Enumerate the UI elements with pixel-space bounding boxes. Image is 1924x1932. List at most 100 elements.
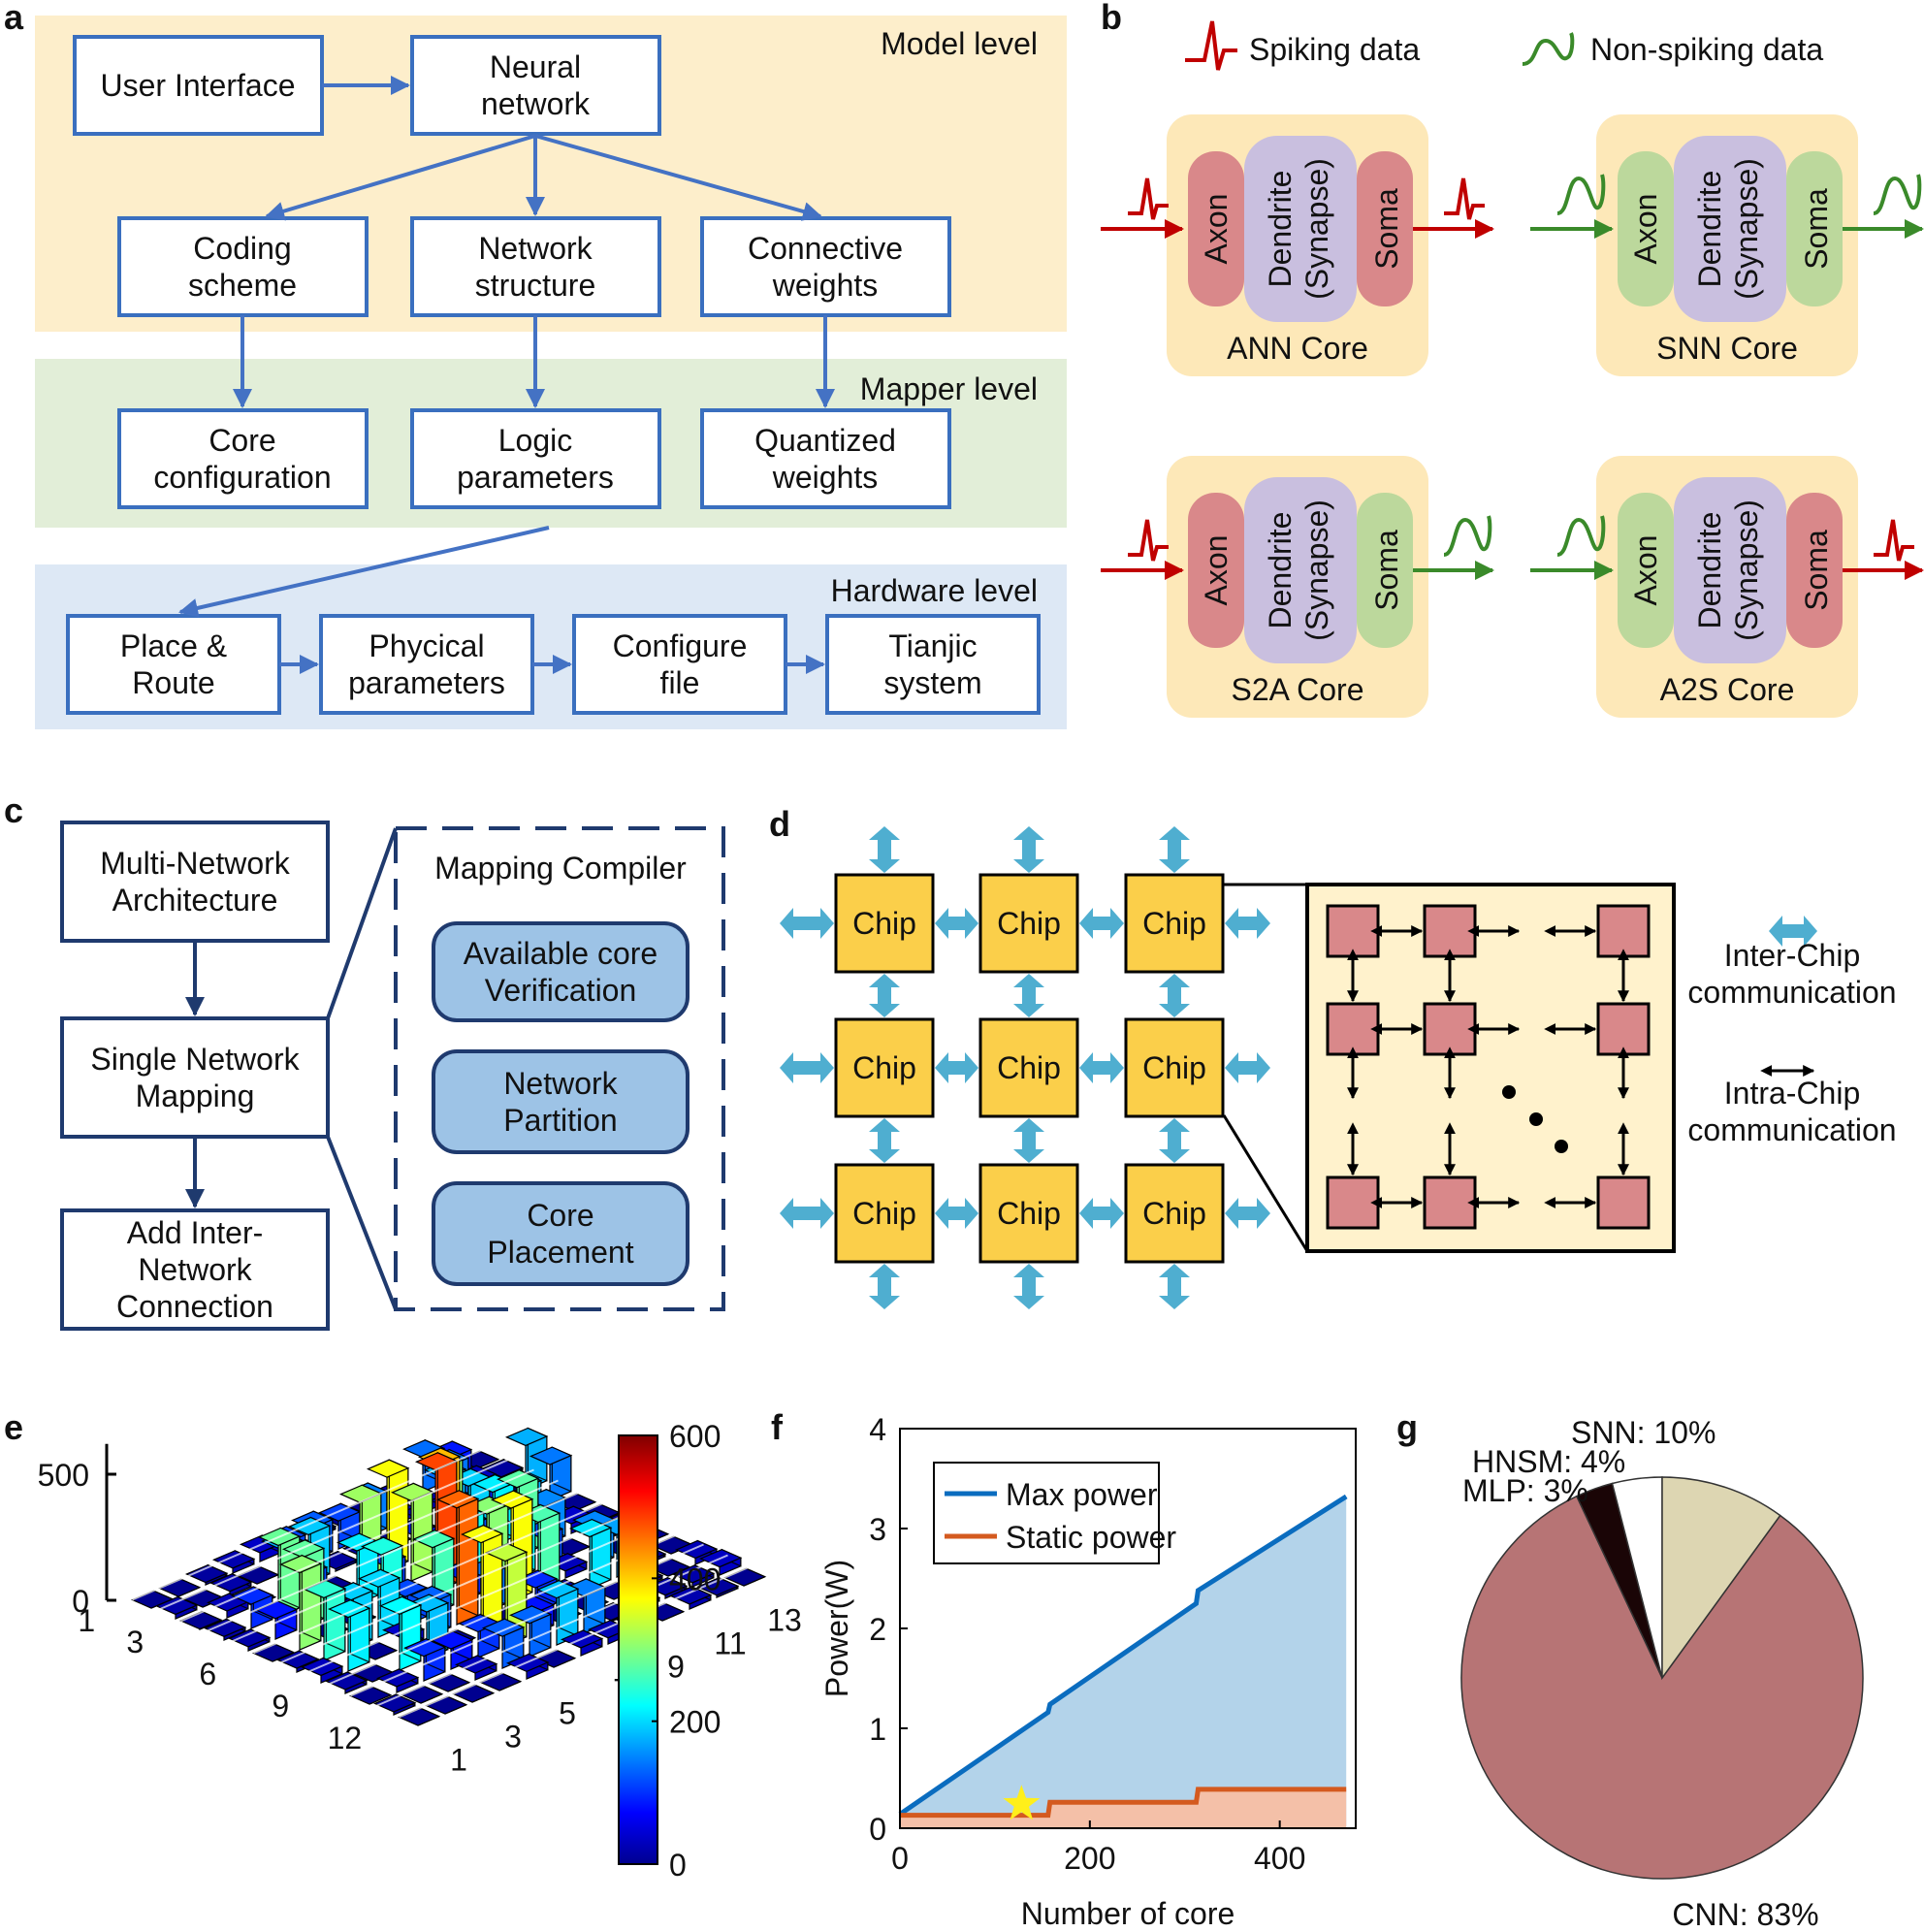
chip: Chip [978, 1017, 1079, 1118]
bar-3d [184, 1563, 229, 1586]
bar-3d [375, 1668, 420, 1693]
chip: Chip [978, 1163, 1079, 1264]
spike-icon [1128, 177, 1169, 220]
y-tick-label: 12 [328, 1721, 363, 1755]
axon-part [1188, 151, 1244, 306]
inter-chip-arrow [935, 1198, 978, 1229]
chip-label: Chip [997, 1050, 1061, 1085]
soma-label: Soma [1369, 188, 1404, 270]
y-tick-label: 1 [869, 1712, 886, 1747]
pie-slice [1661, 1476, 1781, 1681]
chip: Chip [1124, 1017, 1225, 1118]
chip: Chip [1124, 873, 1225, 974]
inter-chip-arrow [1225, 1052, 1270, 1083]
core-name: A2S Core [1660, 672, 1795, 707]
y-tick-label: 9 [272, 1689, 289, 1723]
chip: Chip [834, 1017, 935, 1118]
core-square [1423, 1175, 1477, 1230]
panel-f-label: f [771, 1407, 784, 1447]
chip-label: Chip [997, 906, 1061, 941]
core-name: S2A Core [1232, 672, 1364, 707]
inter-chip-arrow [780, 1052, 834, 1083]
inter-chip-arrow [1225, 1198, 1270, 1229]
chip: Chip [834, 873, 935, 974]
static-power-line [900, 1787, 1347, 1819]
ellipsis-dot [1502, 1085, 1516, 1099]
y-tick-label: 4 [869, 1412, 886, 1447]
wave-icon [1443, 515, 1492, 557]
chip-label: Chip [1142, 906, 1206, 941]
bar-3d [695, 1576, 740, 1598]
chip-label: Chip [1142, 1050, 1206, 1085]
spike-icon [1874, 519, 1914, 562]
chip: Chip [834, 1163, 935, 1264]
panel-e-label: e [4, 1407, 23, 1447]
panel-d-label: d [769, 804, 790, 844]
core-name: ANN Core [1227, 331, 1368, 366]
inter-chip-arrow [1013, 826, 1044, 873]
panel-b-label: b [1101, 0, 1122, 37]
inter-chip-arrow [780, 1198, 834, 1229]
colorbar-tick-label: 400 [669, 1562, 721, 1596]
x-tick-label: 5 [559, 1695, 576, 1730]
box-user-interface-text: User Interface [101, 68, 296, 103]
inter-chip-arrow [1769, 916, 1817, 947]
axon-label: Axon [1628, 535, 1663, 606]
inter-chip-arrow [869, 826, 900, 873]
max-power-line [898, 1494, 1348, 1817]
chip-label: Chip [997, 1196, 1061, 1231]
chip-label: Chip [852, 906, 916, 941]
bar-3d [327, 1598, 371, 1672]
panel-g-pie-chart: g CNN: 83%MLP: 3%HNSM: 4%SNN: 10% [1396, 1407, 1864, 1932]
box-place-route-text: Place &Route [120, 628, 227, 700]
dendrite-part [1244, 477, 1357, 663]
x-tick-label: 0 [891, 1841, 909, 1876]
core-name: SNN Core [1656, 331, 1798, 366]
ellipsis-dot [1529, 1112, 1543, 1126]
dendrite-part [1244, 136, 1357, 322]
wave-icon [1873, 174, 1922, 215]
soma-part [1786, 493, 1843, 648]
bar-3d [324, 1671, 369, 1694]
dendrite-label: Dendrite(Synapse) [1263, 499, 1334, 641]
soma-part [1786, 151, 1843, 306]
bar-3d [203, 1618, 247, 1641]
soma-label: Soma [1799, 188, 1834, 270]
inter-chip-arrow [1079, 908, 1124, 939]
dendrite-label: Dendrite(Synapse) [1263, 158, 1334, 300]
y-tick-label: 6 [199, 1657, 216, 1691]
axon-part [1618, 151, 1674, 306]
axon-label: Axon [1199, 535, 1234, 606]
bar-3d [372, 1693, 417, 1716]
colorbar [618, 1434, 658, 1865]
inter-chip-arrow [1159, 974, 1190, 1017]
spiking-legend-label: Spiking data [1249, 32, 1420, 67]
core-square [1596, 1175, 1651, 1230]
pie-label: SNN: 10% [1571, 1415, 1716, 1450]
y-tick-label: 0 [869, 1812, 886, 1847]
bar-3d [254, 1599, 299, 1640]
bar-3d [178, 1610, 223, 1630]
inter-chip-arrow [1079, 1198, 1124, 1229]
legend-label: Max power [1006, 1477, 1158, 1512]
dendrite-part [1674, 477, 1786, 663]
chip-label: Chip [1142, 1196, 1206, 1231]
core-square [1596, 1002, 1651, 1056]
